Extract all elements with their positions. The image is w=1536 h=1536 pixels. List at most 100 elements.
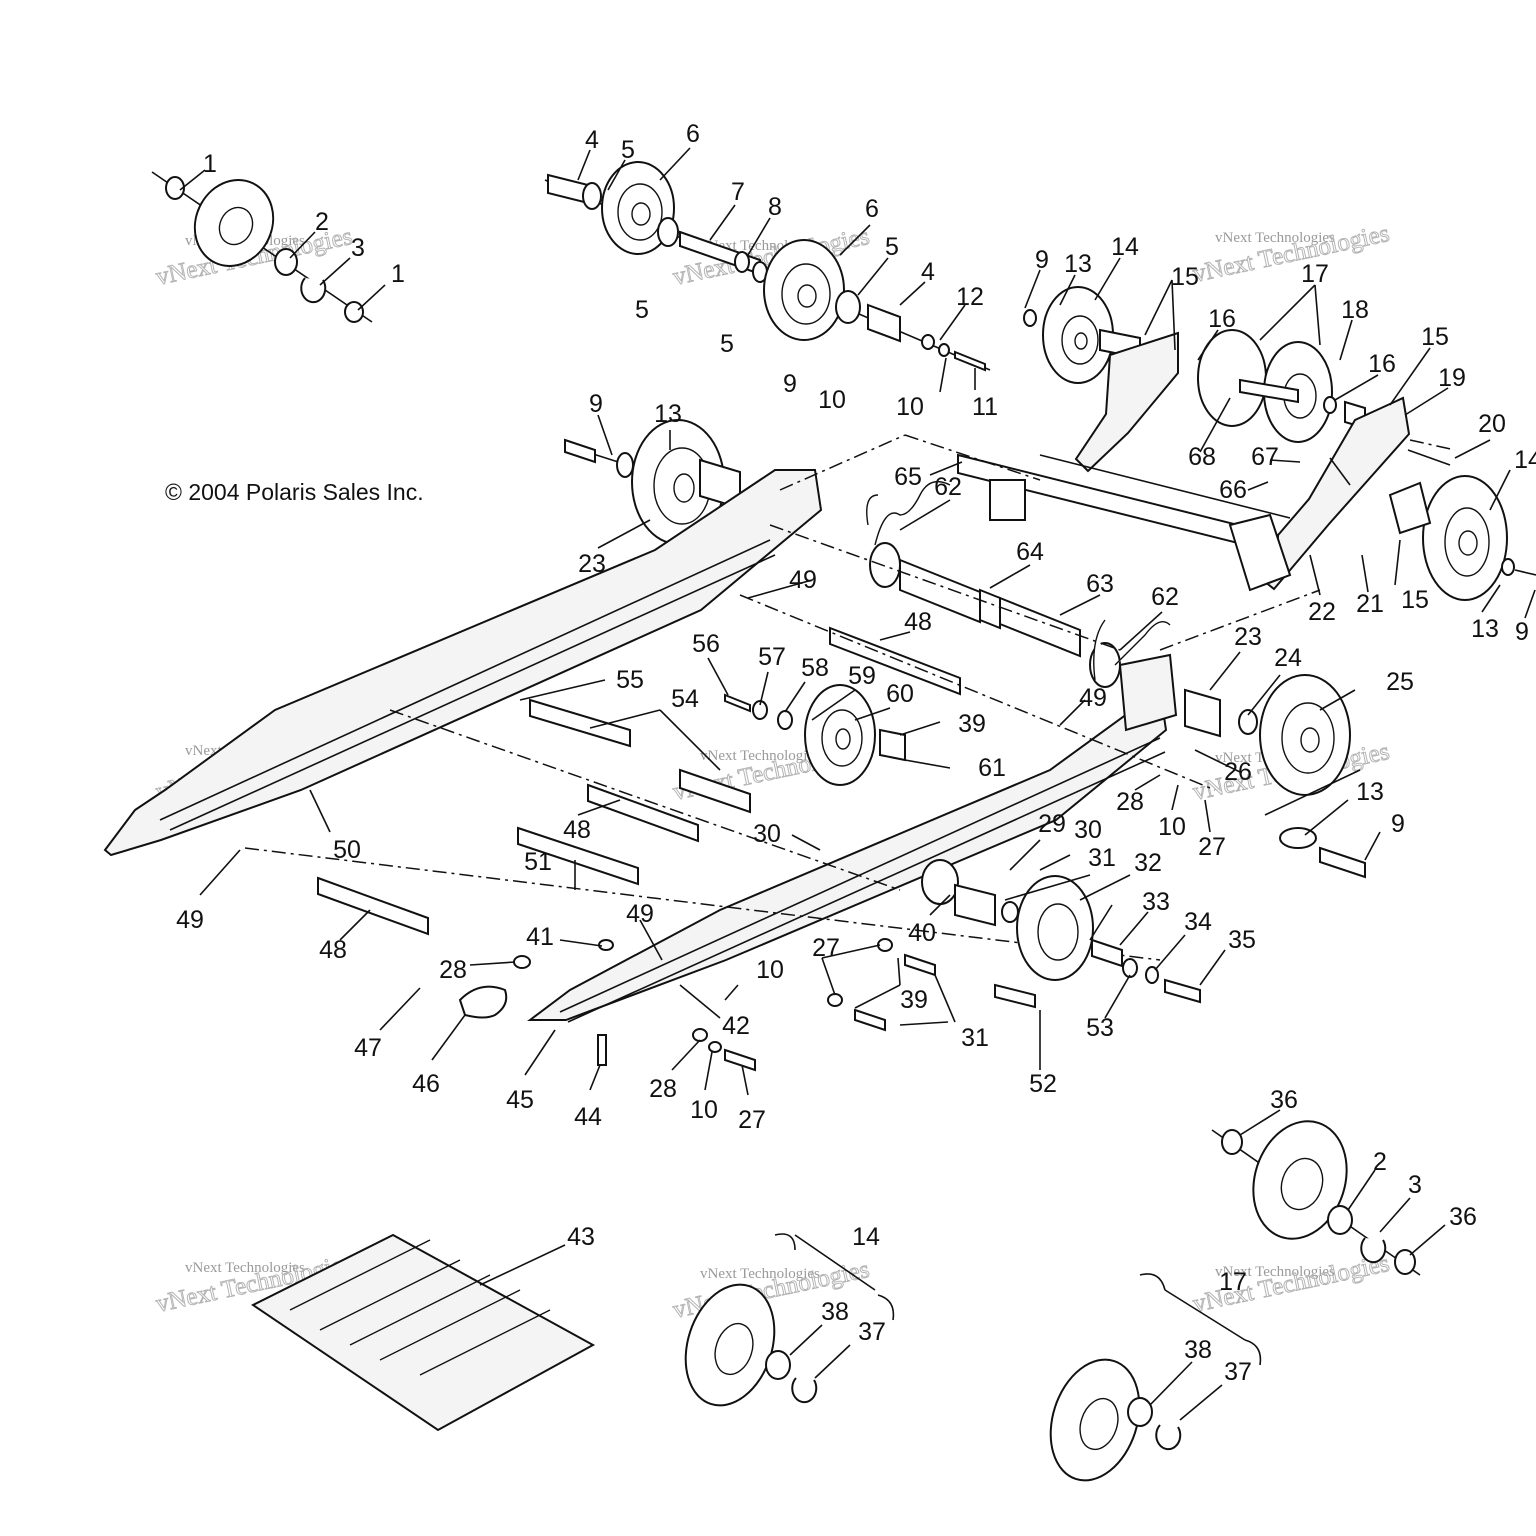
callout-53: 53 <box>1086 1014 1114 1042</box>
callout-5: 5 <box>621 136 635 164</box>
callout-41: 41 <box>526 923 554 951</box>
callout-2: 2 <box>315 208 329 236</box>
callout-28: 28 <box>439 956 467 984</box>
callout-3: 3 <box>1408 1171 1422 1199</box>
callout-44: 44 <box>574 1103 602 1131</box>
callout-66: 66 <box>1219 476 1247 504</box>
idler-wheel-assembly-top-left <box>151 171 373 323</box>
watermark-text: vNext Technologies <box>1215 230 1335 246</box>
axle-wheel-assembly-top <box>544 161 991 372</box>
callout-32: 32 <box>1134 849 1162 877</box>
callout-5: 5 <box>635 296 649 324</box>
leader-lines <box>179 147 1536 1421</box>
callout-14: 14 <box>1111 233 1139 261</box>
front-bumper-and-hardware <box>458 938 936 1072</box>
callout-65: 65 <box>894 463 922 491</box>
callout-50: 50 <box>333 836 361 864</box>
callout-10: 10 <box>1158 813 1186 841</box>
callout-14: 14 <box>852 1223 880 1251</box>
callout-16: 16 <box>1208 305 1236 333</box>
callout-6: 6 <box>865 195 879 223</box>
callout-7: 7 <box>731 178 745 206</box>
callout-54: 54 <box>671 685 699 713</box>
callout-37: 37 <box>858 1318 886 1346</box>
callout-40: 40 <box>908 919 936 947</box>
callout-13: 13 <box>1064 250 1092 278</box>
callout-1: 1 <box>391 260 405 288</box>
callout-6: 6 <box>686 120 700 148</box>
callout-4: 4 <box>585 126 599 154</box>
wheel-kit-14 <box>684 1233 895 1407</box>
callout-10: 10 <box>756 956 784 984</box>
callout-9: 9 <box>1035 246 1049 274</box>
callout-33: 33 <box>1142 888 1170 916</box>
callout-20: 20 <box>1478 410 1506 438</box>
callout-36: 36 <box>1270 1086 1298 1114</box>
callout-42: 42 <box>722 1012 750 1040</box>
callout-59: 59 <box>848 662 876 690</box>
watermark-text: vNext Technologies <box>185 1260 305 1276</box>
callout-49: 49 <box>176 906 204 934</box>
copyright-notice: © 2004 Polaris Sales Inc. <box>165 479 424 505</box>
callout-31: 31 <box>961 1024 989 1052</box>
callout-10: 10 <box>818 386 846 414</box>
callout-48: 48 <box>563 816 591 844</box>
callout-27: 27 <box>1198 833 1226 861</box>
callout-48: 48 <box>319 936 347 964</box>
callout-13: 13 <box>1356 778 1384 806</box>
callout-28: 28 <box>649 1075 677 1103</box>
callout-45: 45 <box>506 1086 534 1114</box>
callout-30: 30 <box>753 820 781 848</box>
callout-8: 8 <box>768 193 782 221</box>
callout-5: 5 <box>885 233 899 261</box>
callout-17: 17 <box>1301 260 1329 288</box>
callout-2: 2 <box>1373 1148 1387 1176</box>
front-wheel-assembly <box>564 419 776 545</box>
callout-30: 30 <box>1074 816 1102 844</box>
callout-21: 21 <box>1356 590 1384 618</box>
slide-rails <box>103 469 1178 1023</box>
callout-13: 13 <box>654 400 682 428</box>
callout-38: 38 <box>1184 1336 1212 1364</box>
callout-19: 19 <box>1438 364 1466 392</box>
torsion-spring-assembly <box>866 481 1171 688</box>
assembly-centerlines <box>244 434 1456 961</box>
callout-16: 16 <box>1368 350 1396 378</box>
wheel-kit-17 <box>1049 1273 1262 1482</box>
callout-9: 9 <box>1515 618 1529 646</box>
callout-23: 23 <box>1234 623 1262 651</box>
callout-17: 17 <box>1219 1268 1247 1296</box>
callout-47: 47 <box>354 1034 382 1062</box>
callout-15: 15 <box>1421 323 1449 351</box>
watermark-text: vNext Technologies <box>700 748 820 764</box>
callout-3: 3 <box>351 234 365 262</box>
callout-31: 31 <box>1088 844 1116 872</box>
callout-48: 48 <box>904 608 932 636</box>
watermark-text: vNext Technologies <box>700 1266 820 1282</box>
callout-37: 37 <box>1224 1358 1252 1386</box>
callout-28: 28 <box>1116 788 1144 816</box>
callout-64: 64 <box>1016 538 1044 566</box>
callout-9: 9 <box>589 390 603 418</box>
callout-57: 57 <box>758 643 786 671</box>
callout-10: 10 <box>896 393 924 421</box>
callout-13: 13 <box>1471 615 1499 643</box>
callout-49: 49 <box>789 566 817 594</box>
watermark-text: vNext Technologies <box>1215 1264 1335 1280</box>
callout-26: 26 <box>1224 758 1252 786</box>
callout-4: 4 <box>921 258 935 286</box>
callout-27: 27 <box>812 934 840 962</box>
callout-15: 15 <box>1171 263 1199 291</box>
callout-60: 60 <box>886 680 914 708</box>
middle-idler-wheel <box>724 684 906 786</box>
side-wheel-right <box>1388 475 1536 601</box>
callout-49: 49 <box>1079 684 1107 712</box>
callout-22: 22 <box>1308 598 1336 626</box>
callout-14: 14 <box>1514 446 1536 474</box>
callout-34: 34 <box>1184 908 1212 936</box>
idler-wheel-assembly-bottom-right <box>1211 1120 1421 1276</box>
callout-51: 51 <box>524 848 552 876</box>
callout-63: 63 <box>1086 570 1114 598</box>
parts-drawing <box>103 147 1536 1482</box>
